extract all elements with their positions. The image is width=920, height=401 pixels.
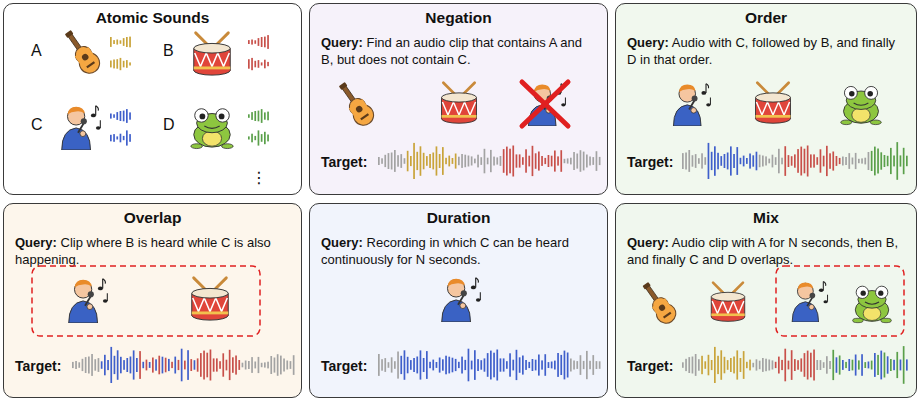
category-panel: MixQuery: Audio clip with A for N second… <box>615 203 917 398</box>
target-label: Target: <box>15 358 61 374</box>
category-panel: NegationQuery: Find an audio clip that c… <box>309 3 608 195</box>
category-panel: OverlapQuery: Clip where B is heard whil… <box>3 203 302 398</box>
target-label: Target: <box>321 154 367 170</box>
target-label: Target: <box>321 358 367 374</box>
sound-letter: C <box>31 116 43 134</box>
panel-title: Atomic Sounds <box>4 9 301 27</box>
query-label: Query: <box>321 35 363 50</box>
query-text: Query: Audio clip with A for N seconds, … <box>627 234 906 268</box>
panel-title: Duration <box>310 209 607 227</box>
query-text: Query: Audio with C, followed by B, and … <box>627 34 906 68</box>
panel-title: Order <box>616 9 916 27</box>
sound-letter: D <box>163 116 175 134</box>
category-panel: DurationQuery: Recording in which C can … <box>309 203 608 398</box>
sound-letter: B <box>163 42 174 60</box>
query-label: Query: <box>15 235 57 250</box>
panel-title: Overlap <box>4 209 301 227</box>
query-text: Query: Recording in which C can be heard… <box>321 234 597 268</box>
sound-letter: A <box>31 42 42 60</box>
query-label: Query: <box>627 35 669 50</box>
panel-title: Negation <box>310 9 607 27</box>
query-label: Query: <box>627 235 669 250</box>
query-label: Query: <box>321 235 363 250</box>
target-label: Target: <box>627 154 673 170</box>
category-panel: Atomic Sounds <box>3 3 302 195</box>
category-panel: OrderQuery: Audio with C, followed by B,… <box>615 3 917 195</box>
sound-letter: ⋮ <box>251 168 267 187</box>
query-text: Query: Find an audio clip that contains … <box>321 34 597 68</box>
query-text: Query: Clip where B is heard while C is … <box>15 234 291 268</box>
panel-title: Mix <box>616 209 916 227</box>
target-label: Target: <box>627 358 673 374</box>
